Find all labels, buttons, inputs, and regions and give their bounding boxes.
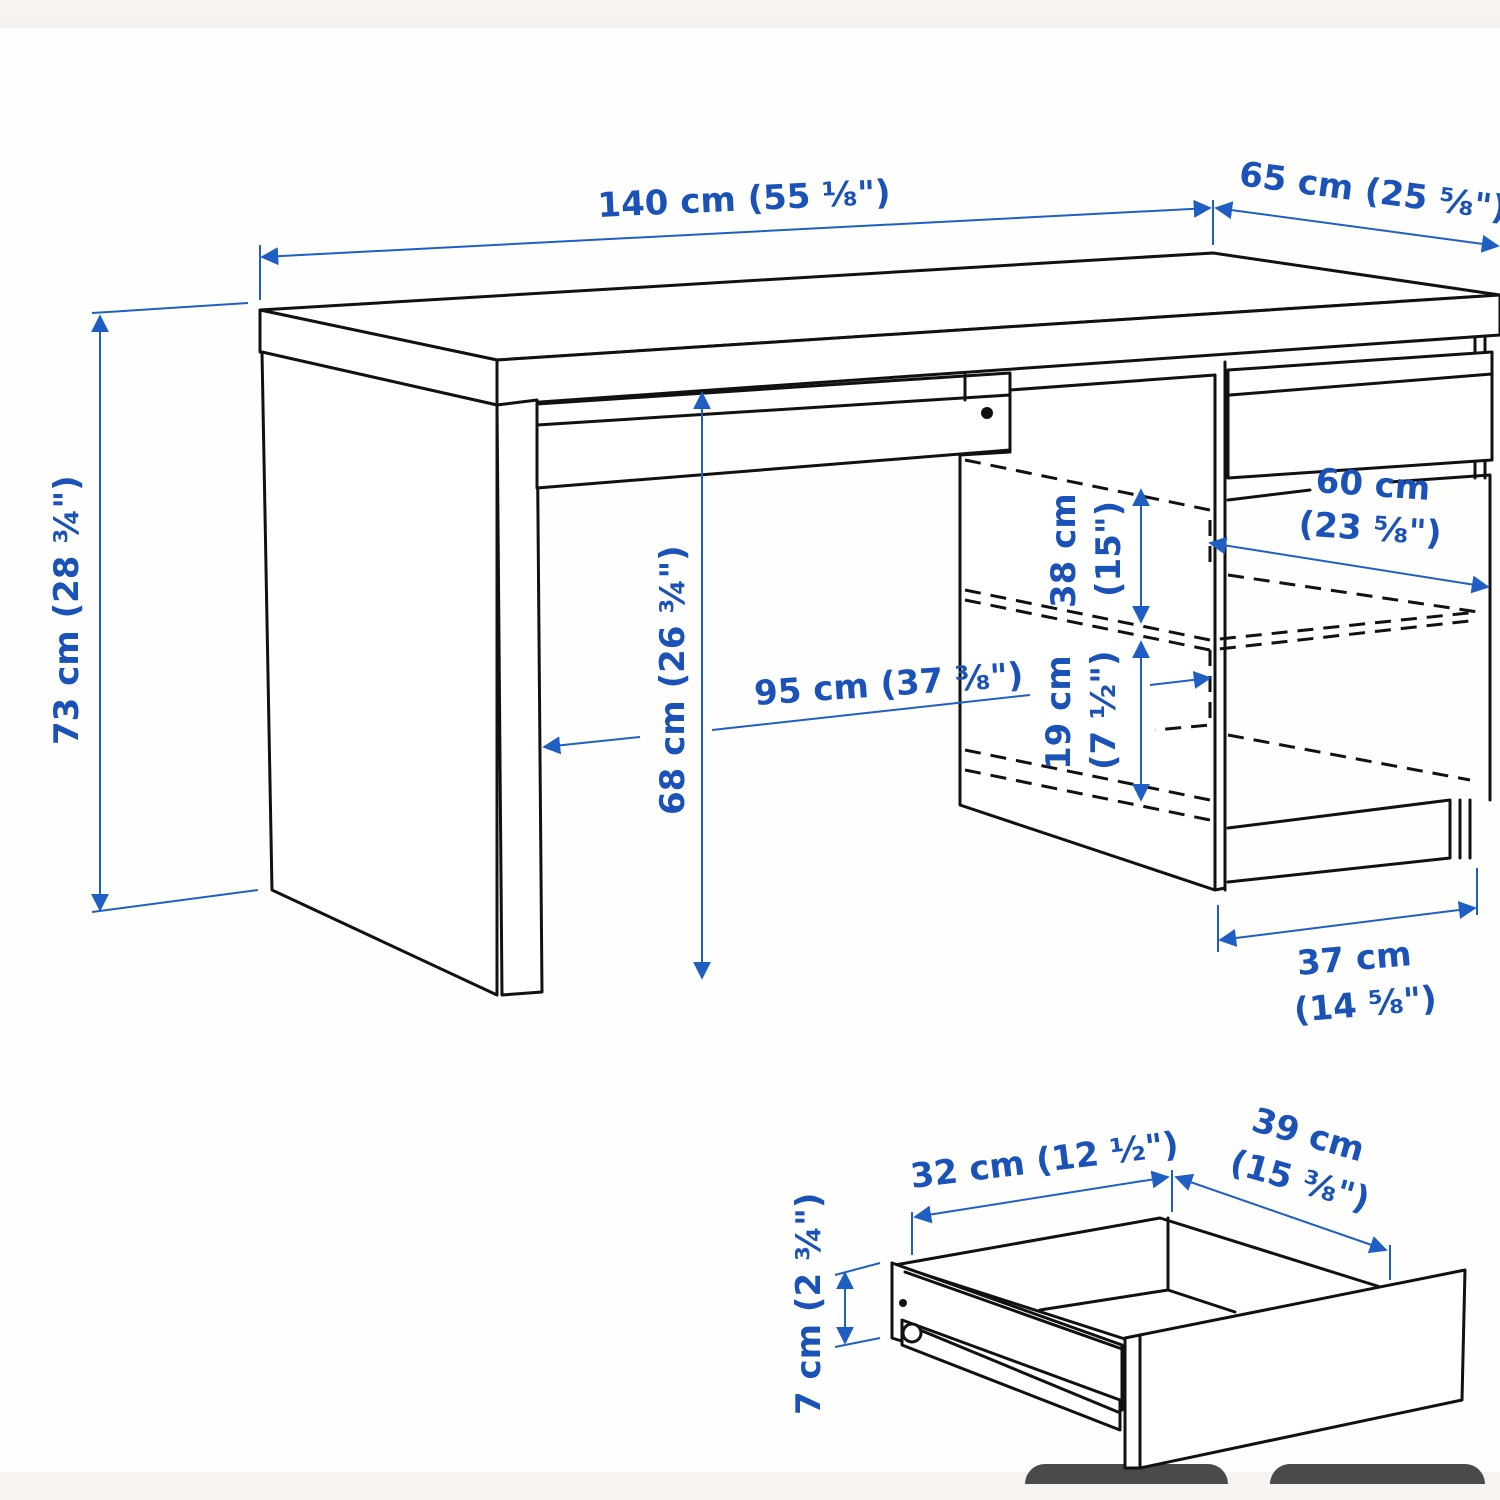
leg-clearance-height-label: 68 cm (26 ¾") — [653, 545, 693, 815]
top-frame-shadow — [0, 20, 1500, 28]
desk-dimension-lines — [91, 199, 1500, 980]
left-leg-front-edge — [495, 398, 544, 997]
desk-height-label: 73 cm (28 ¾") — [47, 475, 87, 745]
lower-shelf-height-in: (7 ½") — [1084, 651, 1124, 770]
screw-hole-icon — [899, 1299, 907, 1307]
drawer-width-label: 32 cm (12 ½") — [908, 1124, 1181, 1197]
page-indicator-pill[interactable] — [1025, 1464, 1228, 1484]
desk-width-label: 140 cm (55 ⅛") — [597, 173, 892, 226]
upper-shelf-height-in: (15") — [1089, 501, 1129, 597]
desk-depth-label: 65 cm (25 ⅝") — [1237, 154, 1500, 229]
drawer-dimension-lines — [834, 1170, 1391, 1348]
lower-shelf-height-cm: 19 cm — [1039, 655, 1079, 770]
desk-illustration — [258, 251, 1500, 997]
drawer-unit-width-cm: 37 cm — [1295, 934, 1413, 984]
upper-shelf-height-cm: 38 cm — [1044, 493, 1084, 608]
drawer-height-label: 7 cm (2 ¾") — [789, 1193, 829, 1415]
desk-top-front-edge — [495, 293, 1500, 407]
drawer-left-side — [890, 1261, 1124, 1412]
top-frame-band — [0, 0, 1500, 20]
left-leg-side-panel — [260, 350, 499, 997]
bottom-frame-band — [0, 1472, 1500, 1500]
drawer-front-panel — [1123, 1268, 1467, 1470]
slide-wheel-icon — [901, 1322, 923, 1344]
screw-hole-icon — [981, 407, 993, 419]
top-drawer-front — [1226, 350, 1494, 480]
drawer-illustration — [890, 1216, 1467, 1470]
drawer-unit-width-in: (14 ⅝") — [1292, 979, 1438, 1031]
shelf-depth-in: (23 ⅝") — [1297, 504, 1443, 554]
shelf-depth-cm: 60 cm — [1314, 461, 1431, 509]
drawer-slide-rail — [900, 1318, 1122, 1432]
page-indicator-pill[interactable] — [1270, 1464, 1485, 1484]
